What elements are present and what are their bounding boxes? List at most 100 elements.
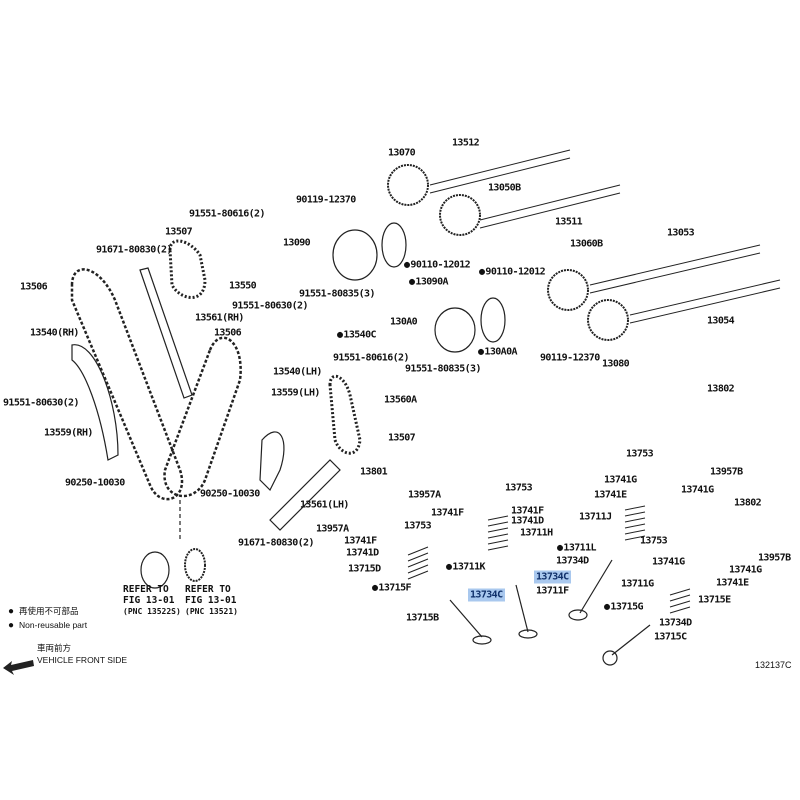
part-number-callout[interactable]: 13715F [372, 583, 411, 594]
part-number-callout[interactable]: 13715G [604, 602, 643, 613]
part-number-callout[interactable]: 13741G [652, 556, 685, 568]
timing-chain-rh [70, 268, 184, 501]
part-number-callout[interactable]: 13711F [536, 585, 569, 597]
chain-guide-rh [139, 267, 193, 399]
reference-note-13521: REFER TO FIG 13-01 (PNC 13521) [185, 584, 238, 617]
part-number-callout[interactable]: 13741G [604, 474, 637, 486]
part-number-callout[interactable]: 91671-80830(2) [238, 537, 314, 549]
part-number-callout[interactable]: 13957B [710, 466, 743, 478]
part-number-callout[interactable]: 13801 [360, 466, 388, 478]
part-number-callout[interactable]: 13802 [734, 497, 762, 509]
part-number-callout[interactable]: 13711L [557, 543, 596, 554]
part-number-callout[interactable]: 13512 [452, 137, 480, 149]
part-number-callout[interactable]: 13753 [505, 482, 533, 494]
part-number-callout[interactable]: 13559(LH) [271, 387, 320, 399]
part-number-callout[interactable]: 13054 [707, 315, 735, 327]
legend-non-reusable-en: Non-reusable part [8, 620, 87, 631]
legend-non-reusable-jp: 再使用不可部品 [8, 605, 79, 617]
reference-note-13522S: REFER TO FIG 13-01 (PNC 13522S) [123, 584, 181, 617]
part-number-callout[interactable]: 13050B [488, 182, 521, 194]
part-number-callout[interactable]: 13711K [446, 562, 485, 573]
part-number-callout[interactable]: 13550 [229, 280, 257, 292]
part-number-callout[interactable]: 13507 [388, 432, 416, 444]
part-number-callout[interactable]: 91551-80835(3) [405, 363, 481, 375]
part-number-callout[interactable]: 13711J [579, 511, 612, 523]
diagram-code: 132137C [755, 660, 792, 670]
chain-guide-lh [269, 459, 341, 531]
part-number-callout[interactable]: 13741F [344, 535, 377, 547]
part-number-callout[interactable]: 13080 [602, 358, 630, 370]
part-number-highlighted[interactable]: 13734C [468, 588, 505, 602]
reference-line: REFER TO [185, 584, 231, 595]
part-number-callout[interactable]: 13511 [555, 216, 583, 228]
front-label-en: VEHICLE FRONT SIDE [37, 655, 128, 665]
part-number-callout[interactable]: 13560A [384, 394, 417, 406]
part-number-callout[interactable]: 13741G [681, 484, 714, 496]
crank-sprockets [140, 548, 206, 589]
part-number-callout[interactable]: 13957A [408, 489, 441, 501]
part-number-callout[interactable]: 13741F [431, 507, 464, 519]
part-number-callout[interactable]: 90250-10030 [200, 488, 260, 500]
part-number-callout[interactable]: 90110-12012 [404, 260, 470, 271]
part-number-callout[interactable]: 13741D [511, 515, 544, 527]
part-number-callout[interactable]: 13741E [716, 577, 749, 589]
part-number-callout[interactable]: 13741F [511, 505, 544, 517]
part-number-callout[interactable]: 13506 [20, 281, 48, 293]
part-number-callout[interactable]: 13070 [388, 147, 416, 159]
part-number-callout[interactable]: 13734D [556, 555, 589, 567]
part-number-callout[interactable]: 13561(LH) [300, 499, 349, 511]
part-number-callout[interactable]: 91551-80630(2) [3, 397, 79, 409]
part-number-callout[interactable]: 91551-80616(2) [189, 208, 265, 220]
front-arrow [3, 660, 34, 675]
part-number-callout[interactable]: 90119-12370 [540, 352, 600, 364]
vvt-gears [332, 164, 629, 353]
part-number-callout[interactable]: 13507 [165, 226, 193, 238]
front-label-jp: 車両前方 [37, 643, 72, 653]
part-number-callout[interactable]: 91671-80830(2) [96, 244, 172, 256]
part-number-callout[interactable]: 13741E [594, 489, 627, 501]
part-number-callout[interactable]: 13957A [316, 523, 349, 535]
part-number-callout[interactable]: 13540C [337, 330, 376, 341]
part-number-callout[interactable]: 13711G [621, 578, 654, 590]
chain-slipper-rh [71, 344, 119, 461]
reference-pnc: (PNC 13521) [185, 607, 238, 616]
part-number-callout[interactable]: 91551-80616(2) [333, 352, 409, 364]
part-number-callout[interactable]: 13090 [283, 237, 311, 249]
part-number-callout[interactable]: 91551-80835(3) [299, 288, 375, 300]
part-number-callout[interactable]: 13753 [640, 535, 668, 547]
timing-chain-lh [163, 336, 242, 498]
reference-pnc: (PNC 13522S) [123, 607, 181, 616]
camshafts [429, 149, 781, 324]
part-number-callout[interactable]: 13559(RH) [44, 427, 93, 439]
part-number-callout[interactable]: 13753 [626, 448, 654, 460]
part-number-callout[interactable]: 13561(RH) [195, 312, 244, 324]
part-number-callout[interactable]: 13540(RH) [30, 327, 79, 339]
part-number-callout[interactable]: 91551-80630(2) [232, 300, 308, 312]
part-number-callout[interactable]: 13741D [346, 547, 379, 559]
part-number-callout[interactable]: 13802 [707, 383, 735, 395]
part-number-callout[interactable]: 13711H [520, 527, 553, 539]
part-number-callout[interactable]: 13715C [654, 631, 687, 643]
small-chain-lower [328, 374, 362, 455]
part-number-highlighted[interactable]: 13734C [534, 570, 571, 584]
part-number-callout[interactable]: 13715E [698, 594, 731, 606]
part-number-callout[interactable]: 130A0 [390, 316, 418, 328]
part-number-callout[interactable]: 90119-12370 [296, 194, 356, 206]
part-number-callout[interactable]: 13715D [348, 563, 381, 575]
reference-figure[interactable]: FIG 13-01 [185, 595, 237, 606]
part-number-callout[interactable]: 13734D [659, 617, 692, 629]
part-number-callout[interactable]: 90110-12012 [479, 267, 545, 278]
part-number-callout[interactable]: 13715B [406, 612, 439, 624]
part-number-callout[interactable]: 13090A [409, 277, 448, 288]
part-number-callout[interactable]: 13053 [667, 227, 695, 239]
part-number-callout[interactable]: 13060B [570, 238, 603, 250]
part-number-callout[interactable]: 13753 [404, 520, 432, 532]
part-number-callout[interactable]: 130A0A [478, 347, 517, 358]
part-number-callout[interactable]: 13540(LH) [273, 366, 322, 378]
part-number-callout[interactable]: 90250-10030 [65, 477, 125, 489]
reference-figure[interactable]: FIG 13-01 [123, 595, 175, 606]
part-number-callout[interactable]: 13506 [214, 327, 242, 339]
part-number-callout[interactable]: 13741G [729, 564, 762, 576]
part-number-callout[interactable]: 13957B [758, 552, 791, 564]
